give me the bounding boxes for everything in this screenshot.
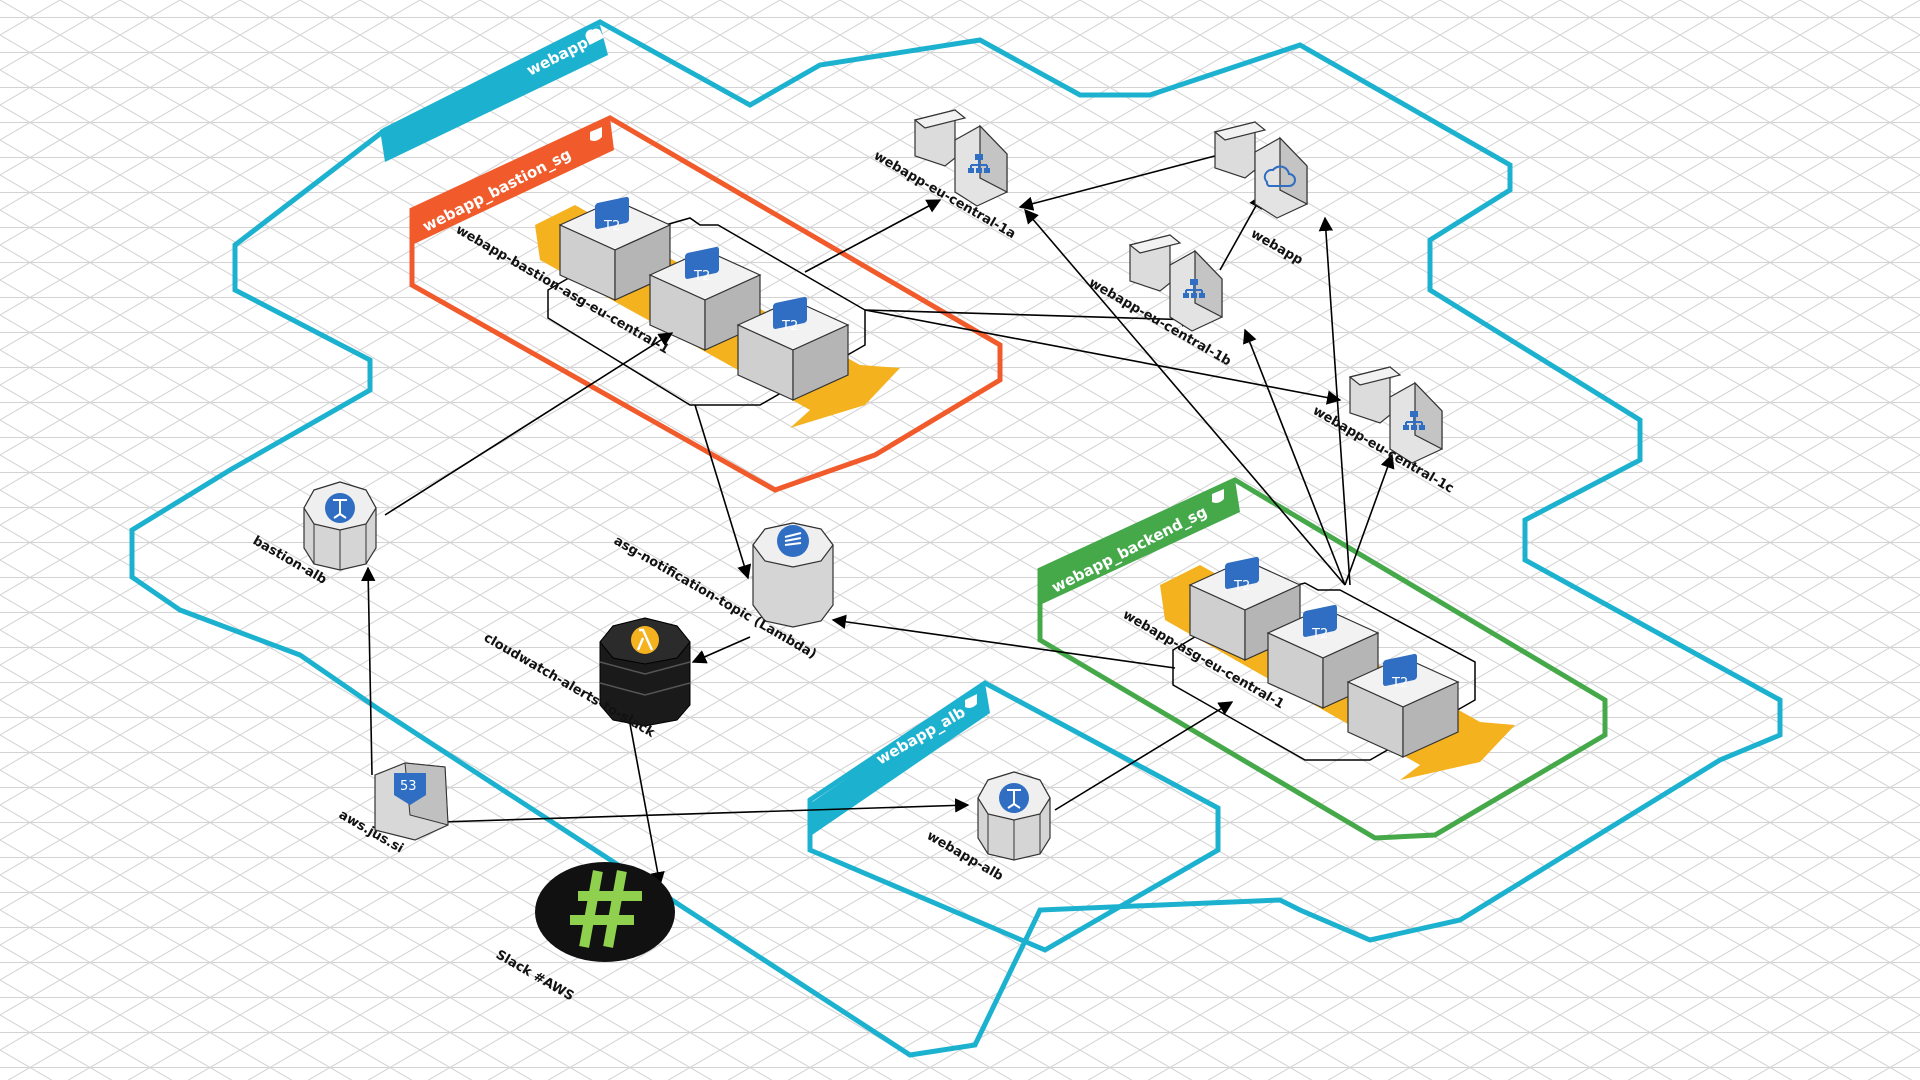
- ec2-instance[interactable]: T2: [649, 246, 761, 351]
- edge-asg-to-subnet-1b: [864, 309, 1197, 327]
- shield-icon: [1212, 489, 1224, 503]
- load-balancer-icon: [1007, 789, 1021, 809]
- edge-asg-to-subnet-1a: [804, 199, 942, 273]
- edge-backend-to-subnet-1c: [1344, 453, 1395, 586]
- sns-icon: [784, 532, 802, 546]
- ec2-instance[interactable]: T2: [1267, 604, 1379, 709]
- lambda-icon: [636, 628, 654, 651]
- edge-asg-to-sns: [694, 404, 752, 580]
- edge-webapp-alb-to-asg: [1054, 701, 1234, 811]
- bastion-sg-label-tab: [412, 118, 614, 244]
- vpc-outline: [129, 19, 1783, 1058]
- svg-text:T2: T2: [693, 269, 710, 284]
- ec2-instance[interactable]: T2: [1189, 556, 1301, 661]
- cloud-icon: [585, 28, 604, 45]
- ec2-instance[interactable]: T2: [1347, 653, 1459, 758]
- edge-route53-to-webapp-alb: [439, 798, 970, 823]
- slack-icon: [570, 870, 642, 948]
- route53-record[interactable]: 53 aws.jus.si: [336, 762, 449, 856]
- ec2-instance[interactable]: T2: [559, 196, 671, 301]
- load-balancer-icon: [333, 499, 347, 519]
- svg-text:T2: T2: [781, 319, 798, 334]
- edge-lambda-to-slack: [627, 712, 665, 887]
- edge-route53-to-bastion-alb: [361, 566, 376, 776]
- vpc-cloud-icon: [1263, 165, 1296, 187]
- edge-subnet-1a-to-vpc: [1018, 148, 1232, 211]
- edge-backend-to-vpc: [1318, 216, 1351, 586]
- bastion-sg-outline: [409, 115, 1003, 493]
- svg-text:T2: T2: [1391, 676, 1408, 691]
- edge-backend-to-subnet-1b: [1243, 328, 1346, 586]
- edge-subnet-1b-to-vpc: [1219, 193, 1263, 271]
- svg-text:T2: T2: [1311, 627, 1328, 642]
- ec2-instance[interactable]: T2: [737, 296, 849, 401]
- edge-asg-to-subnet-1c: [864, 309, 1342, 405]
- svg-text:T2: T2: [603, 219, 620, 234]
- subnet-icon: [968, 154, 990, 173]
- vpc-label-tab: [380, 25, 608, 162]
- shield-icon: [590, 127, 602, 141]
- alb-sg-label-tab: [808, 683, 990, 835]
- backend-sg-outline: [1037, 477, 1608, 841]
- subnet-icon: [1403, 411, 1425, 430]
- shield-icon: [965, 694, 977, 708]
- subnet-icon: [1183, 279, 1205, 298]
- edge-bastion-alb-to-asg: [384, 332, 674, 516]
- edge-backend-to-sns: [831, 614, 1176, 669]
- edge-sns-to-lambda: [691, 636, 751, 664]
- svg-text:T2: T2: [1233, 579, 1250, 594]
- backend-sg-label-tab: [1040, 480, 1240, 604]
- svg-text:53: 53: [400, 779, 417, 794]
- connections: [361, 148, 1395, 887]
- edge-backend-to-subnet-1a: [1024, 208, 1346, 586]
- route53-icon: [394, 773, 426, 805]
